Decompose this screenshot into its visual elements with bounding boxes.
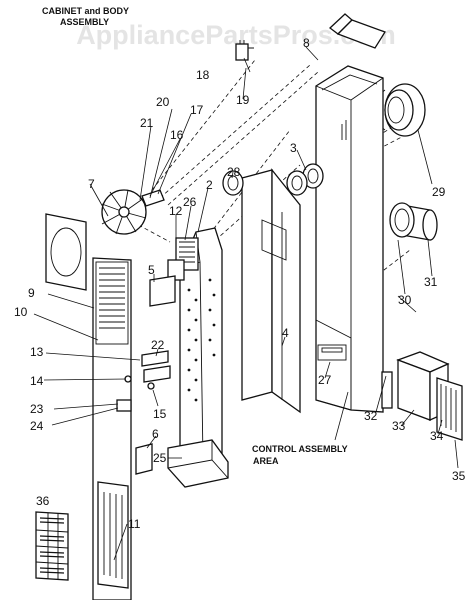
callout-11: 11 xyxy=(128,517,141,531)
diagram-title-line1: CABINET and BODY xyxy=(42,6,129,16)
diagram-title-line2: ASSEMBLY xyxy=(60,17,109,27)
callout-17: 17 xyxy=(190,103,204,117)
callout-31: 31 xyxy=(424,275,438,289)
callout-22: 22 xyxy=(151,338,165,352)
callout-27: 27 xyxy=(318,373,332,387)
callout-9: 9 xyxy=(28,286,35,300)
callout-19: 19 xyxy=(236,93,250,107)
callout-labels: 8 18 19 20 21 17 16 7 3 28 2 26 12 5 9 1… xyxy=(14,36,466,531)
divider-panel-part xyxy=(241,168,301,414)
callout-21: 21 xyxy=(140,116,154,130)
callout-7: 7 xyxy=(88,177,95,191)
grille-panel-part xyxy=(35,511,69,581)
callout-28: 28 xyxy=(227,165,241,179)
callout-3: 3 xyxy=(290,141,297,155)
callout-33: 33 xyxy=(392,419,406,433)
callout-12: 12 xyxy=(169,204,183,218)
callout-26: 26 xyxy=(183,195,197,209)
bottom-strip-part xyxy=(135,443,153,475)
callout-4: 4 xyxy=(282,326,289,340)
scroll-housing-part xyxy=(179,227,223,471)
control-area-label-line1: CONTROL ASSEMBLY xyxy=(252,444,348,454)
callout-8: 8 xyxy=(303,36,310,50)
callout-15: 15 xyxy=(153,407,167,421)
switch-cover-part xyxy=(116,399,132,412)
callout-6: 6 xyxy=(152,427,159,441)
bracket-plate-part xyxy=(149,275,176,307)
callout-leaders xyxy=(33,46,459,561)
control-assembly-part xyxy=(381,351,463,441)
round-connector-part xyxy=(379,83,426,137)
base-part xyxy=(167,439,229,488)
callout-18: 18 xyxy=(196,68,210,82)
fan-frame-part xyxy=(45,213,87,291)
callout-35: 35 xyxy=(452,469,466,483)
callout-29: 29 xyxy=(432,185,446,199)
callout-25: 25 xyxy=(153,451,167,465)
callout-2: 2 xyxy=(206,178,213,192)
switch-part xyxy=(235,40,254,61)
callout-24: 24 xyxy=(30,419,44,433)
control-knob-part xyxy=(124,350,171,390)
lower-grille-part xyxy=(97,481,129,589)
blower-ring-part xyxy=(222,170,244,196)
motor-part xyxy=(167,237,199,281)
callout-34: 34 xyxy=(430,429,444,443)
callout-10: 10 xyxy=(14,305,28,319)
callout-13: 13 xyxy=(30,345,44,359)
callout-5: 5 xyxy=(148,263,155,277)
callout-36: 36 xyxy=(36,494,50,508)
callout-20: 20 xyxy=(156,95,170,109)
top-bracket-part xyxy=(328,13,386,49)
callout-14: 14 xyxy=(30,374,44,388)
ring-grommet-part xyxy=(286,163,324,196)
fan-blade-part xyxy=(101,189,165,235)
duct-collar-part xyxy=(389,202,438,241)
callout-23: 23 xyxy=(30,402,44,416)
control-area-label-line2: AREA xyxy=(253,456,279,466)
callout-32: 32 xyxy=(364,409,378,423)
callout-30: 30 xyxy=(398,293,412,307)
callout-16: 16 xyxy=(170,128,184,142)
cabinet-body-part xyxy=(315,65,384,413)
